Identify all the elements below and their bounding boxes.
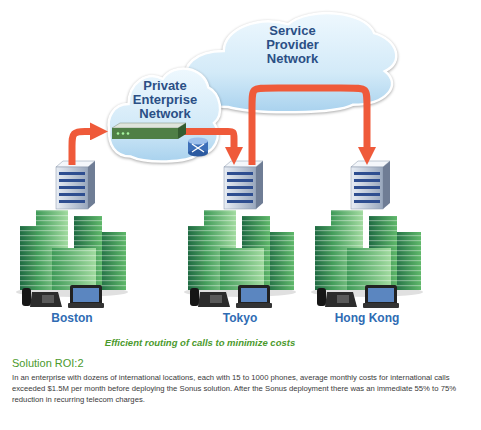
site-label: Hong Kong <box>335 311 400 325</box>
cloud-outline <box>109 69 220 162</box>
body-text: In an enterprise with dozens of internat… <box>12 372 478 405</box>
cloud-label: Private Enterprise Network <box>125 79 205 121</box>
cloud-text-holder: Private Enterprise Network <box>108 60 222 121</box>
cloud-label: Service Provider Network <box>253 24 333 66</box>
office-site: Tokyo <box>180 165 300 325</box>
section-heading: Solution ROI:2 <box>12 357 312 370</box>
office-site: Boston <box>12 165 132 325</box>
figure-caption: Efficient routing of calls to minimize c… <box>40 337 360 349</box>
call-route-arrow <box>222 131 234 150</box>
site-illustration <box>184 161 296 308</box>
site-label: Tokyo <box>223 311 257 325</box>
site-illustration <box>16 161 128 308</box>
network-cloud: Private Enterprise Network <box>108 60 222 165</box>
call-route-arrow <box>252 88 367 165</box>
site-label: Boston <box>51 311 92 325</box>
call-route-arrow <box>72 131 94 165</box>
cloud-text-holder: Service Provider Network <box>185 4 400 66</box>
site-illustration <box>311 161 423 308</box>
office-site: Hong Kong <box>307 165 427 325</box>
